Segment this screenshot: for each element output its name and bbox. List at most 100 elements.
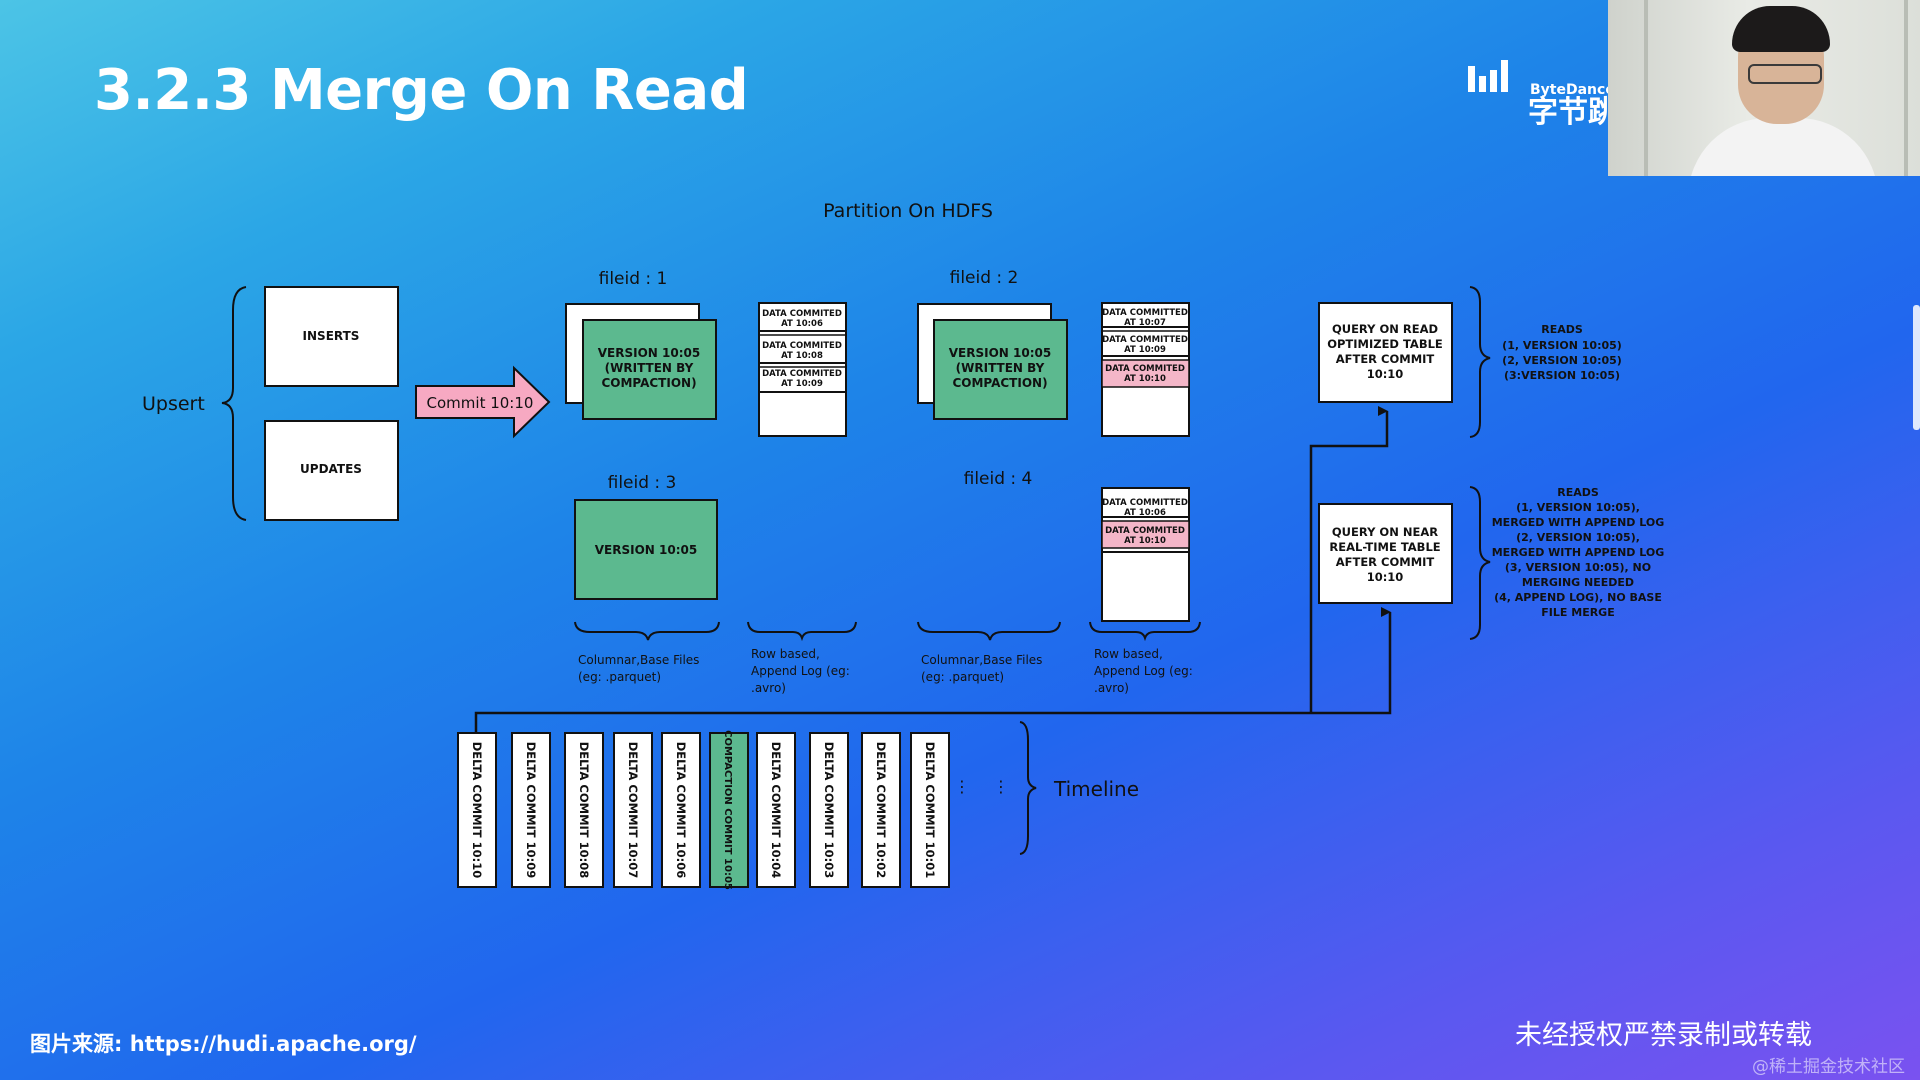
timeline-commit-box (809, 732, 849, 888)
fileid2-log-entry3-line2: AT 10:10 (1124, 374, 1166, 384)
row-label-1-line1: Row based, (751, 647, 820, 661)
query-ro-line4: 10:10 (1367, 367, 1404, 381)
timeline-commit-label: DELTA COMMIT 10:07 (626, 742, 640, 879)
columnar-brace-2 (917, 621, 1061, 641)
fileid2-log-highlight (1101, 359, 1190, 388)
timeline-commit-box (861, 732, 901, 888)
timeline-commit-box (756, 732, 796, 888)
timeline-commit-box (613, 732, 653, 888)
presenter-webcam (1608, 0, 1920, 176)
columnar-brace-1 (574, 621, 720, 641)
copyright-notice: 未经授权严禁录制或转载 (1515, 1020, 1812, 1051)
reads-rt-brace (1469, 486, 1491, 640)
query-near-realtime-box (1318, 503, 1453, 604)
fileid2-version-line1: VERSION 10:05 (949, 346, 1051, 360)
timeline-commit-box (457, 732, 497, 888)
reads-rt-line6: (3, VERSION 10:05), NO (1505, 561, 1651, 574)
bytedance-logo: ByteDance 字节跳 (1468, 60, 1618, 132)
fileid2-version-line3: COMPACTION) (952, 376, 1047, 390)
fileid2-compaction-box (933, 319, 1068, 420)
row-label-1-line2: Append Log (eg: (751, 664, 850, 678)
timeline-commit-label: DELTA COMMIT 10:04 (769, 742, 783, 879)
fileid3-version-label: VERSION 10:05 (595, 543, 697, 557)
row-label-2-line2: Append Log (eg: (1094, 664, 1193, 678)
timeline-commit-label: DELTA COMMIT 10:06 (674, 742, 688, 879)
query-ro-line1: QUERY ON READ (1332, 322, 1438, 336)
reads-rt-line9: FILE MERGE (1541, 606, 1614, 619)
fileid4-label: fileid : 4 (964, 469, 1033, 489)
logo-brand-cn: 字节跳 (1528, 95, 1618, 130)
row-label-2-line3: .avro) (1094, 681, 1129, 695)
image-source-caption: 图片来源: https://hudi.apache.org/ (30, 1032, 417, 1056)
commit-arrow (415, 365, 551, 439)
fileid1-label: fileid : 1 (599, 269, 668, 289)
timeline-ellipsis-1: ⋮ (954, 777, 970, 796)
fileid1-version-line2: (WRITTEN BY (605, 361, 694, 375)
reads-rt-line4: (2, VERSION 10:05), (1516, 531, 1640, 544)
fileid1-log-entry2-line1: DATA COMMITED (762, 341, 842, 351)
commit-arrow-label: Commit 10:10 (427, 394, 534, 412)
reads-ro-line1: READS (1541, 323, 1583, 336)
row-brace-1 (747, 621, 857, 642)
reads-ro-line4: (3:VERSION 10:05) (1504, 369, 1620, 382)
query-rt-line1: QUERY ON NEAR (1332, 525, 1438, 539)
fileid4-log-entry2-line2: AT 10:10 (1124, 536, 1166, 546)
timeline-commit-box (511, 732, 551, 888)
query-rt-line4: 10:10 (1367, 570, 1404, 584)
logo-brand-en: ByteDance (1530, 82, 1615, 98)
fileid1-log-entry1-line1: DATA COMMITED (762, 309, 842, 319)
reads-ro-brace (1469, 286, 1491, 438)
reads-rt-line3: MERGED WITH APPEND LOG (1492, 516, 1665, 529)
fileid2-log-entry3-line1: DATA COMMITED (1105, 364, 1185, 374)
fileid4-log-file (1101, 487, 1190, 622)
columnar-label-2-line1: Columnar,Base Files (921, 653, 1042, 667)
fileid2-label: fileid : 2 (950, 268, 1019, 288)
fileid1-version-line3: COMPACTION) (601, 376, 696, 390)
timeline-commit-box (661, 732, 701, 888)
fileid3-label: fileid : 3 (608, 473, 677, 493)
row-label-1-line3: .avro) (751, 681, 786, 695)
reads-ro-line3: (2, VERSION 10:05) (1502, 354, 1622, 367)
timeline-commit-label: DELTA COMMIT 10:09 (524, 742, 538, 879)
updates-label: UPDATES (300, 462, 362, 476)
row-brace-2 (1089, 621, 1201, 642)
query-ro-line2: OPTIMIZED TABLE (1327, 337, 1443, 351)
query-rt-line3: AFTER COMMIT (1336, 555, 1435, 569)
fileid2-log-entry1-line2: AT 10:07 (1124, 318, 1166, 328)
timeline-commit-box (709, 732, 749, 888)
timeline-to-ro-query-line (1309, 406, 1389, 713)
reads-rt-line1: READS (1557, 486, 1599, 499)
row-label-2-line1: Row based, (1094, 647, 1163, 661)
upsert-label: Upsert (142, 393, 205, 415)
fileid4-log-entry2-line1: DATA COMMITED (1105, 526, 1185, 536)
query-ro-line3: AFTER COMMIT (1336, 352, 1435, 366)
partition-label: Partition On HDFS (823, 200, 993, 222)
timeline-commit-box (910, 732, 950, 888)
timeline-commit-box (564, 732, 604, 888)
timeline-commit-label: DELTA COMMIT 10:08 (577, 742, 591, 879)
side-scroll-indicator[interactable] (1913, 305, 1920, 430)
columnar-label-1-line2: (eg: .parquet) (578, 670, 661, 684)
timeline-ellipsis-2: ⋮ (993, 777, 1009, 796)
slide-title: 3.2.3 Merge On Read (94, 58, 749, 123)
fileid2-version-line2: (WRITTEN BY (956, 361, 1045, 375)
fileid2-log-entry2-line1: DATA COMMITTED (1102, 335, 1188, 345)
fileid3-version-box (574, 499, 718, 600)
columnar-label-1-line1: Columnar,Base Files (578, 653, 699, 667)
fileid1-log-entry3-line1: DATA COMMITED (762, 369, 842, 379)
columnar-label-2-line2: (eg: .parquet) (921, 670, 1004, 684)
inserts-label: INSERTS (303, 329, 360, 343)
reads-ro-line2: (1, VERSION 10:05) (1502, 339, 1622, 352)
upsert-brace (221, 286, 247, 521)
inserts-box (264, 286, 399, 387)
timeline-commit-label: DELTA COMMIT 10:01 (923, 742, 937, 879)
fileid1-log-entry3-line2: AT 10:09 (781, 379, 823, 389)
timeline-commit-label: DELTA COMMIT 10:02 (874, 742, 888, 879)
fileid2-log-entry1-line1: DATA COMMITTED (1102, 308, 1188, 318)
query-read-optimized-box (1318, 302, 1453, 403)
reads-rt-line7: MERGING NEEDED (1522, 576, 1634, 589)
fileid1-version-line1: VERSION 10:05 (598, 346, 700, 360)
timeline-commit-label: COMPACTION COMMIT 10:05 (722, 730, 733, 890)
